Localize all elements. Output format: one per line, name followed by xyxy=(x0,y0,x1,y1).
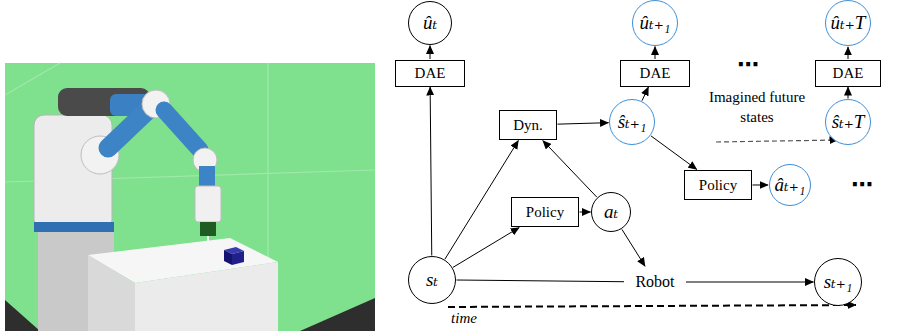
process-label: Robot xyxy=(627,269,683,295)
connector xyxy=(622,229,645,266)
state-symbol: sₜ xyxy=(426,270,438,291)
imagined-arrow xyxy=(716,140,838,142)
state-circle: sₜ xyxy=(408,256,456,304)
connector xyxy=(430,87,432,256)
module-box: DAE xyxy=(815,60,881,87)
state-symbol: Robot xyxy=(635,273,674,291)
module-name: DAE xyxy=(833,65,864,82)
cube xyxy=(232,251,244,265)
module-box: DAE xyxy=(620,60,690,87)
connector xyxy=(651,136,697,170)
module-name: Dyn. xyxy=(513,117,543,134)
state-circle: aₜ xyxy=(591,192,631,232)
module-name: Policy xyxy=(526,204,564,221)
table-front xyxy=(135,262,278,331)
grid-lines xyxy=(5,63,375,331)
state-circle: ûₜ₊₁ xyxy=(632,0,678,46)
state-symbol: sₜ₊₁ xyxy=(824,272,853,293)
ellipsis: ⋯ xyxy=(728,52,768,77)
state-circle: ûₜ xyxy=(408,1,452,45)
ellipsis: ⋯ xyxy=(842,172,882,197)
connector xyxy=(655,47,656,60)
floor xyxy=(300,298,375,331)
time-label: time xyxy=(444,310,484,327)
module-name: DAE xyxy=(415,65,446,82)
state-symbol: ûₜ₊T xyxy=(831,13,866,34)
state-circle: âₜ₊₁ xyxy=(769,164,812,207)
connector xyxy=(848,87,849,99)
state-circle: ŝₜ₊₁ xyxy=(609,99,655,145)
state-symbol: ŝₜ₊₁ xyxy=(618,112,647,133)
state-circle: ûₜ₊T xyxy=(825,0,872,46)
upper-arm xyxy=(108,108,150,148)
connector xyxy=(753,184,769,185)
connector xyxy=(453,228,519,268)
module-box: Policy xyxy=(511,197,579,227)
state-circle: sₜ₊₁ xyxy=(814,258,862,306)
connector xyxy=(543,141,597,198)
state-symbol: ûₜ xyxy=(423,13,437,34)
state-symbol: ûₜ₊₁ xyxy=(640,13,671,34)
forearm xyxy=(164,110,200,150)
connector xyxy=(457,280,625,282)
module-name: DAE xyxy=(640,65,671,82)
cube xyxy=(224,250,232,265)
time-arrow xyxy=(448,305,856,307)
module-box: Policy xyxy=(684,170,752,200)
connector xyxy=(848,47,849,59)
state-circle: ŝₜ₊T xyxy=(825,99,871,145)
annotation: Imagined future states xyxy=(705,88,809,127)
connector xyxy=(558,123,609,124)
gripper-fingers xyxy=(200,222,216,236)
gripper xyxy=(195,186,221,222)
background xyxy=(5,63,375,331)
connector xyxy=(580,212,591,213)
floor xyxy=(5,300,40,331)
connector xyxy=(686,282,814,283)
module-box: Dyn. xyxy=(499,110,557,140)
wrist-link xyxy=(199,166,215,188)
connector xyxy=(445,141,518,260)
robot-stripe xyxy=(34,222,114,232)
state-symbol: aₜ xyxy=(604,202,618,223)
module-name: Policy xyxy=(699,177,737,194)
state-symbol: âₜ₊₁ xyxy=(775,175,806,196)
table-side xyxy=(88,255,135,331)
state-symbol: ŝₜ₊T xyxy=(832,112,865,133)
connector xyxy=(430,46,431,60)
module-box: DAE xyxy=(395,60,465,87)
connector xyxy=(642,87,648,101)
